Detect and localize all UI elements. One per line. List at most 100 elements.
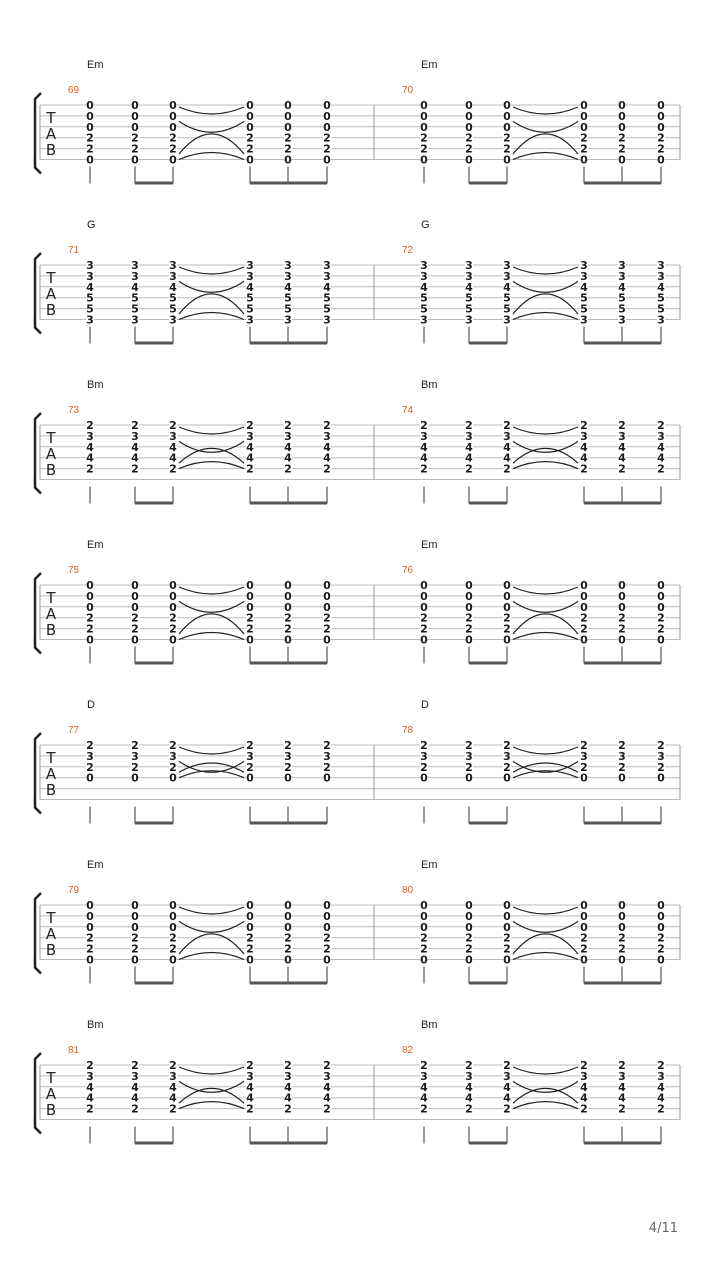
fret-number: 0 — [323, 154, 331, 167]
fret-number: 0 — [420, 601, 428, 614]
measure-number: 78 — [402, 725, 414, 736]
fret-number: 0 — [420, 899, 428, 912]
fret-number: 0 — [580, 99, 588, 112]
fret-bg — [131, 954, 139, 965]
fret-number: 0 — [580, 634, 588, 647]
fret-bg — [131, 110, 139, 121]
fret-number: 0 — [246, 954, 254, 967]
fret-bg — [503, 441, 511, 452]
fret-bg — [657, 1070, 665, 1081]
fret-number: 0 — [169, 954, 177, 967]
fret-bg — [657, 452, 665, 463]
fret-number: 0 — [131, 99, 139, 112]
fret-bg — [657, 954, 665, 965]
fret-number: 2 — [618, 623, 626, 636]
fret-number: 0 — [580, 154, 588, 167]
fret-bg — [657, 772, 665, 783]
fret-number: 0 — [503, 121, 511, 134]
fret-number: 4 — [465, 281, 473, 294]
system-bracket — [33, 732, 42, 815]
fret-bg — [131, 634, 139, 645]
fret-number: 2 — [657, 132, 665, 145]
fret-bg — [503, 314, 511, 325]
fret-number: 0 — [323, 772, 331, 785]
fret-bg — [420, 281, 428, 292]
fret-bg — [580, 740, 588, 750]
fret-bg — [580, 121, 588, 132]
fret-bg — [465, 612, 473, 623]
fret-bg — [465, 590, 473, 601]
fret-bg — [503, 921, 511, 932]
fret-bg — [131, 314, 139, 325]
fret-number: 0 — [465, 579, 473, 592]
tab-clef-letter: A — [46, 125, 57, 143]
fret-number: 4 — [246, 1092, 254, 1105]
fret-bg — [503, 612, 511, 623]
fret-number: 2 — [284, 612, 292, 625]
fret-number: 0 — [323, 634, 331, 647]
fret-number: 5 — [131, 303, 139, 316]
fret-number: 4 — [86, 1092, 94, 1105]
fret-number: 0 — [503, 772, 511, 785]
fret-number: 3 — [86, 259, 94, 272]
fret-bg — [86, 154, 94, 165]
fret-number: 0 — [465, 110, 473, 123]
fret-bg — [618, 270, 626, 281]
fret-bg — [131, 900, 139, 910]
fret-bg — [465, 430, 473, 441]
fret-number: 0 — [86, 634, 94, 647]
fret-bg — [131, 303, 139, 314]
fret-bg — [131, 943, 139, 954]
fret-bg — [246, 143, 254, 154]
fret-bg — [284, 1092, 292, 1103]
fret-bg — [284, 100, 292, 110]
fret-bg — [657, 580, 665, 590]
fret-number: 2 — [580, 132, 588, 145]
fret-number: 0 — [503, 579, 511, 592]
fret-number: 2 — [131, 1103, 139, 1116]
fret-number: 3 — [420, 270, 428, 283]
fret-number: 2 — [284, 932, 292, 945]
fret-number: 0 — [465, 601, 473, 614]
fret-number: 2 — [323, 419, 331, 432]
fret-bg — [420, 772, 428, 783]
measure-number: 74 — [402, 405, 414, 416]
fret-bg — [246, 954, 254, 965]
fret-bg — [618, 143, 626, 154]
fret-bg — [323, 954, 331, 965]
fret-number: 3 — [657, 1070, 665, 1083]
fret-bg — [420, 761, 428, 772]
fret-bg — [465, 1060, 473, 1070]
fret-bg — [169, 270, 177, 281]
system-bracket — [33, 412, 42, 495]
fret-number: 3 — [246, 314, 254, 327]
fret-number: 0 — [284, 772, 292, 785]
fret-bg — [580, 260, 588, 270]
beam — [288, 181, 327, 185]
fret-number: 3 — [657, 270, 665, 283]
fret-number: 0 — [465, 634, 473, 647]
fret-number: 3 — [169, 270, 177, 283]
fret-number: 2 — [503, 419, 511, 432]
fret-bg — [503, 281, 511, 292]
fret-number: 0 — [86, 899, 94, 912]
fret-bg — [86, 761, 94, 772]
fret-bg — [420, 270, 428, 281]
fret-number: 3 — [246, 270, 254, 283]
fret-number: 2 — [246, 419, 254, 432]
fret-bg — [284, 900, 292, 910]
fret-bg — [657, 260, 665, 270]
tab-clef-letter: T — [45, 429, 56, 447]
fret-number: 0 — [657, 954, 665, 967]
fret-bg — [503, 910, 511, 921]
tie-arc — [512, 120, 579, 133]
fret-number: 4 — [465, 441, 473, 454]
fret-bg — [169, 420, 177, 430]
fret-number: 2 — [503, 132, 511, 145]
fret-bg — [284, 121, 292, 132]
fret-bg — [323, 281, 331, 292]
fret-bg — [420, 623, 428, 634]
fret-bg — [169, 260, 177, 270]
beam — [135, 341, 173, 345]
